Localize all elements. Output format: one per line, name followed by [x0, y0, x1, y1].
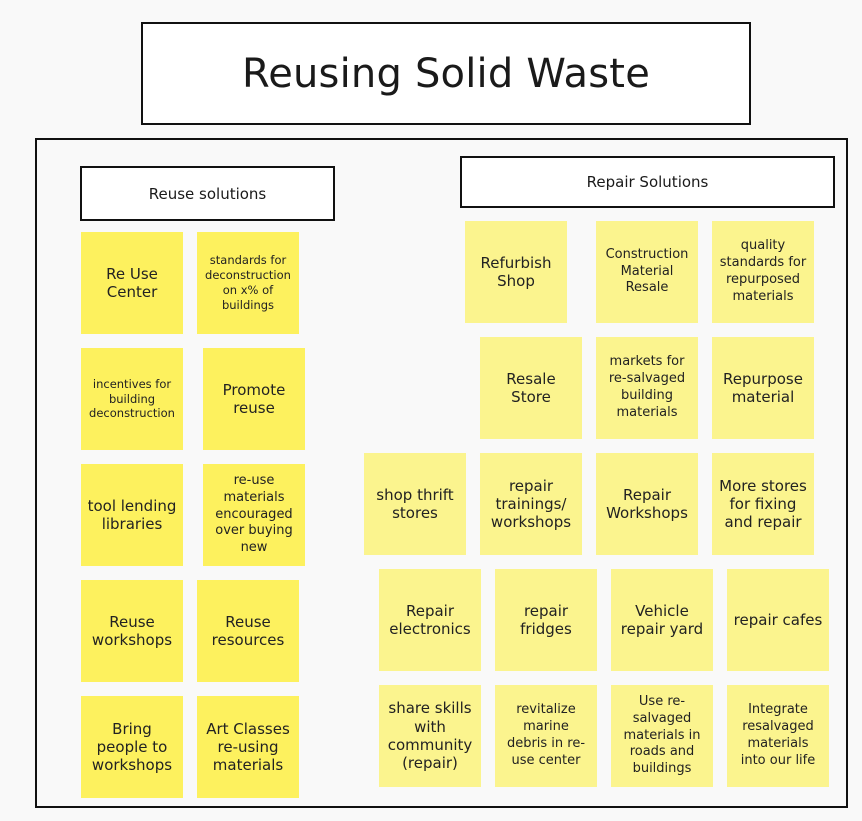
- board-title: Reusing Solid Waste: [242, 50, 650, 97]
- sticky-note-deconstruction-standards[interactable]: standards for deconstruction on x% of bu…: [197, 232, 299, 334]
- sticky-note-vehicle-repair-yard[interactable]: Vehicle repair yard: [611, 569, 713, 671]
- sticky-note-reuse-resources[interactable]: Reuse resources: [197, 580, 299, 682]
- sticky-note-integrate-resalvaged[interactable]: Integrate resalvaged materials into our …: [727, 685, 829, 787]
- sticky-note-repair-trainings[interactable]: repair trainings/ workshops: [480, 453, 582, 555]
- sticky-note-promote-reuse[interactable]: Promote reuse: [203, 348, 305, 450]
- reuse-section-header: Reuse solutions: [80, 166, 335, 221]
- sticky-note-deconstruction-incentives[interactable]: incentives for building deconstruction: [81, 348, 183, 450]
- sticky-note-repair-fridges[interactable]: repair fridges: [495, 569, 597, 671]
- sticky-note-tool-lending[interactable]: tool lending libraries: [81, 464, 183, 566]
- sticky-note-re-use-center[interactable]: Re Use Center: [81, 232, 183, 334]
- sticky-note-resalvaged-roads[interactable]: Use re-salvaged materials in roads and b…: [611, 685, 713, 787]
- sticky-note-bring-people[interactable]: Bring people to workshops: [81, 696, 183, 798]
- sticky-note-reuse-workshops[interactable]: Reuse workshops: [81, 580, 183, 682]
- repair-header-label: Repair Solutions: [586, 173, 709, 191]
- sticky-note-construction-material-resale[interactable]: Construction Material Resale: [596, 221, 698, 323]
- sticky-note-art-classes[interactable]: Art Classes re-using materials: [197, 696, 299, 798]
- reuse-header-label: Reuse solutions: [148, 184, 267, 203]
- sticky-note-reuse-materials[interactable]: re-use materials encouraged over buying …: [203, 464, 305, 566]
- repair-section-header: Repair Solutions: [460, 156, 835, 208]
- sticky-note-more-repair-stores[interactable]: More stores for fixing and repair: [712, 453, 814, 555]
- sticky-note-repair-electronics[interactable]: Repair electronics: [379, 569, 481, 671]
- sticky-note-repair-workshops[interactable]: Repair Workshops: [596, 453, 698, 555]
- sticky-note-share-skills[interactable]: share skills with community (repair): [379, 685, 481, 787]
- sticky-note-quality-standards[interactable]: quality standards for repurposed materia…: [712, 221, 814, 323]
- sticky-note-resale-store[interactable]: Resale Store: [480, 337, 582, 439]
- sticky-note-marine-debris[interactable]: revitalize marine debris in re-use cente…: [495, 685, 597, 787]
- sticky-note-repurpose-material[interactable]: Repurpose material: [712, 337, 814, 439]
- sticky-note-refurbish-shop[interactable]: Refurbish Shop: [465, 221, 567, 323]
- sticky-note-repair-cafes[interactable]: repair cafes: [727, 569, 829, 671]
- board-title-box: Reusing Solid Waste: [141, 22, 751, 125]
- sticky-note-resalvaged-markets[interactable]: markets for re-salvaged building materia…: [596, 337, 698, 439]
- sticky-note-thrift-stores[interactable]: shop thrift stores: [364, 453, 466, 555]
